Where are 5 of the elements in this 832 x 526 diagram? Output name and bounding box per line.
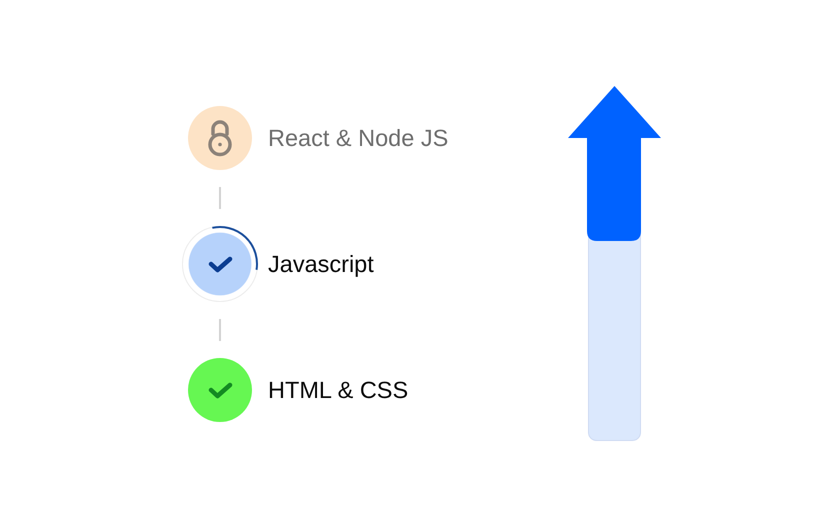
step-label: React & Node JS [268, 124, 448, 153]
step-label: HTML & CSS [268, 376, 408, 405]
step-label: Javascript [268, 250, 374, 279]
connector-line [219, 319, 221, 341]
connector-line [219, 187, 221, 209]
